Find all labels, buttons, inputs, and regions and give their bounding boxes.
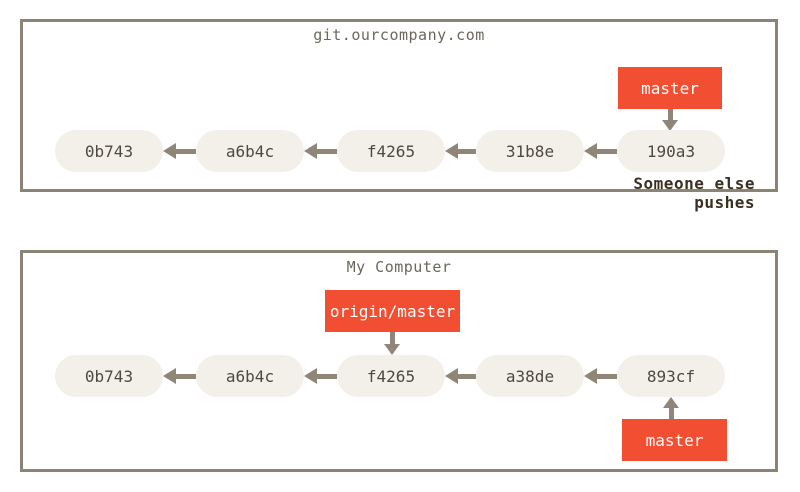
arrow-31b8e-to-f4265 bbox=[445, 143, 476, 159]
arrow-stem bbox=[668, 407, 674, 419]
arrow-head-icon bbox=[584, 143, 597, 159]
server-repo-box bbox=[20, 19, 778, 192]
arrow-stem bbox=[595, 373, 617, 379]
commit-node: f4265 bbox=[337, 130, 445, 172]
origin-master-remote-label: origin/master bbox=[325, 290, 460, 332]
arrow-f4265-to-a6b4c-local bbox=[304, 368, 337, 384]
arrow-stem bbox=[456, 373, 476, 379]
arrow-190a3-to-31b8e bbox=[584, 143, 617, 159]
arrow-stem bbox=[315, 148, 337, 154]
commit-node: a6b4c bbox=[196, 355, 304, 397]
arrow-stem bbox=[456, 148, 476, 154]
server-box-title: git.ourcompany.com bbox=[313, 26, 485, 44]
arrow-server-master-to-190a3 bbox=[662, 109, 678, 131]
arrow-local-master-to-893cf bbox=[663, 397, 679, 419]
arrow-head-icon bbox=[663, 397, 679, 408]
local-repo-box bbox=[20, 250, 778, 472]
commit-node: 0b743 bbox=[55, 130, 163, 172]
arrow-stem bbox=[315, 373, 337, 379]
local-box-title: My Computer bbox=[346, 258, 452, 276]
arrow-a38de-to-f4265 bbox=[445, 368, 476, 384]
commit-node: a6b4c bbox=[196, 130, 304, 172]
arrow-stem bbox=[174, 148, 196, 154]
arrow-head-icon bbox=[384, 344, 400, 355]
arrow-head-icon bbox=[445, 143, 458, 159]
arrow-head-icon bbox=[304, 368, 317, 384]
arrow-head-icon bbox=[304, 143, 317, 159]
arrow-head-icon bbox=[445, 368, 458, 384]
arrow-stem bbox=[667, 109, 673, 121]
arrow-head-icon bbox=[584, 368, 597, 384]
arrow-stem bbox=[389, 332, 395, 345]
commit-node: 190a3 bbox=[617, 130, 725, 172]
local-master-branch-label: master bbox=[622, 419, 727, 461]
commit-node: 0b743 bbox=[55, 355, 163, 397]
arrow-head-icon bbox=[662, 120, 678, 131]
commit-node: 893cf bbox=[617, 355, 725, 397]
arrow-stem bbox=[595, 148, 617, 154]
arrow-origin-master-to-f4265 bbox=[384, 332, 400, 355]
arrow-a6b4c-to-0b743-local bbox=[163, 368, 196, 384]
arrow-a6b4c-to-0b743 bbox=[163, 143, 196, 159]
arrow-head-icon bbox=[163, 368, 176, 384]
arrow-893cf-to-a38de bbox=[584, 368, 617, 384]
arrow-stem bbox=[174, 373, 196, 379]
commit-node: a38de bbox=[476, 355, 584, 397]
arrow-head-icon bbox=[163, 143, 176, 159]
commit-node: f4265 bbox=[337, 355, 445, 397]
server-master-branch-label: master bbox=[618, 67, 722, 109]
arrow-f4265-to-a6b4c bbox=[304, 143, 337, 159]
annotation-someone-else-pushes: Someone else pushes bbox=[633, 174, 755, 212]
commit-node: 31b8e bbox=[476, 130, 584, 172]
